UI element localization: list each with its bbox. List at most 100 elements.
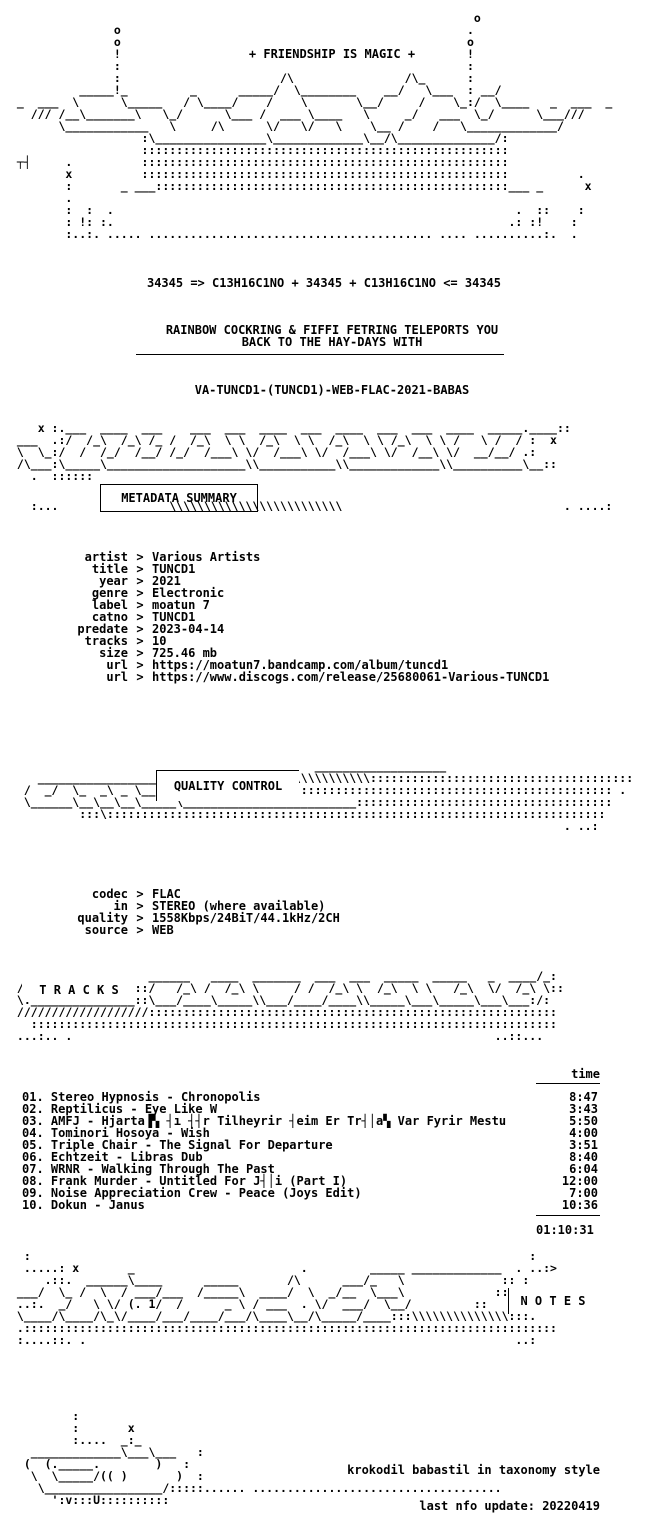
track-time: 7:00 [569,1186,598,1200]
track-title: 06. Echtzeit - Libras Dub [22,1150,203,1164]
track-row: 09. Noise Appreciation Crew - Peace (Joy… [22,1187,642,1199]
track-row: 05. Triple Chair - The Signal For Depart… [22,1139,642,1151]
quality-row: quality>1558Kbps/24BiT/44.1kHz/2CH [40,911,340,925]
intro-line-1: RAINBOW COCKRING & FIFFI FETRING TELEPOR… [165,323,499,337]
metadata-value: 2021 [152,574,181,588]
metadata-row: url > https://www.discogs.com/release/2568… [40,671,549,683]
metadata-value: TUNCD1 [152,610,196,624]
metadata-key: url [106,670,128,684]
metadata-separator: > [136,670,144,684]
metadata-row: genre > Electronic [40,587,549,599]
metadata-key: predate [77,622,128,636]
metadata-value: Electronic [152,586,225,600]
metadata-row: artist > Various Artists [40,551,549,563]
metadata-separator: > [136,610,144,624]
metadata-separator: > [136,574,144,588]
track-time: 10:36 [561,1198,598,1212]
metadata-separator: > [136,586,144,600]
quality-separator: > [136,899,144,913]
intro-line-2: BACK TO THE HAY-DAYS WITH [241,335,423,349]
metadata-separator: > [136,598,144,612]
metadata-value: https://moatun7.bandcamp.com/album/tuncd… [152,658,449,672]
metadata-section-label: METADATA SUMMARY [100,484,258,512]
quality-row: codec > FLAC [40,888,340,900]
footer-credit: krokodil babastil in taxonomy style [347,1463,600,1477]
track-time: 3:43 [569,1102,598,1116]
track-title: 08. Frank Murder - Untitled For J┤│i (Pa… [22,1174,348,1188]
metadata-value: moatun 7 [152,598,210,612]
metadata-key: size [99,646,128,660]
quality-key: source [84,923,128,937]
metadata-separator: > [136,550,144,564]
metadata-value: 725.46 mb [152,646,218,660]
total-time: 01:10:31 [536,1223,594,1237]
quality-row: source > WEB [40,924,340,936]
castle-banner-art: o o . o o ! [16,11,613,241]
metadata-key: artist [84,550,128,564]
metadata-key: catno [91,610,128,624]
footer-update: last nfo update: 20220419 [419,1499,600,1513]
quality-value: 1558Kbps/24BiT/44.1kHz/2CH [152,911,340,925]
friendship-tagline: + FRIENDSHIP IS MAGIC + [248,47,416,61]
track-time: 3:51 [569,1138,598,1152]
quality-key: codec [91,887,128,901]
track-time: 8:40 [569,1150,598,1164]
metadata-value: https://www.discogs.com/release/25680061… [152,670,550,684]
tracks-section-art: _____________ ______ ____ _______ ___ __… [16,969,564,1043]
metadata-section-art: x :.___ ____ ___ ___ ___ ____ ___ ____ _… [16,421,571,483]
notes-section-art: : : .....: x _ . _____ _____________ . .… [16,1249,557,1347]
metadata-row: label > moatun 7 [40,599,549,611]
track-row: 10. Dokun - Janus 10:36 [22,1199,642,1211]
track-title: 04. Tominori Hosoya - Wish [22,1126,210,1140]
metadata-key: label [91,598,128,612]
track-title: 09. Noise Appreciation Crew - Peace (Joy… [22,1186,362,1200]
track-title: 05. Triple Chair - The Signal For Depart… [22,1138,333,1152]
release-name: VA-TUNCD1-(TUNCD1)-WEB-FLAC-2021-BABAS [194,383,470,397]
metadata-separator: > [136,562,144,576]
metadata-key: genre [91,586,128,600]
formula-line: 34345 => C13H16C1NO + 34345 + C13H16C1NO… [146,276,501,290]
metadata-row: title>TUNCD1 [40,563,549,575]
footer-boat-art: : : x :.... _:_ _____________\___\___ : … [23,1409,502,1507]
metadata-separator: > [136,658,144,672]
quality-value: WEB [152,923,174,937]
quality-value: STEREO (where available) [152,899,326,913]
metadata-separator: > [136,646,144,660]
quality-row: in > STEREO (where available) [40,900,340,912]
track-row: 06. Echtzeit - Libras Dub 8:40 [22,1151,642,1163]
track-title: 07. WRNR - Walking Through The Past [22,1162,275,1176]
quality-value: FLAC [152,887,181,901]
quality-key: in [113,899,128,913]
metadata-row: size >725.46 mb [40,647,549,659]
quality-separator: > [136,923,144,937]
track-time: 8:47 [569,1090,598,1104]
quality-key: quality [77,911,128,925]
track-time: 5:50 [569,1114,598,1128]
metadata-key: url [106,658,128,672]
metadata-row: catno > TUNCD1 [40,611,549,623]
time-column-header: time [571,1067,600,1081]
metadata-value: 10 [152,634,167,648]
track-title: 10. Dokun - Janus [22,1198,145,1212]
metadata-key: year [99,574,128,588]
metadata-value: Various Artists [152,550,261,564]
quality-section-label: QUALITY CONTROL [156,770,299,801]
track-title: 03. AMFJ - Hjarta▐▚ ┤ı ┤┤r Tilheyrir ┤ei… [22,1114,507,1128]
intro-divider [136,354,504,355]
metadata-row: tracks >10 [40,635,549,647]
metadata-row: url > https://moatun7.bandcamp.com/album/t… [40,659,549,671]
tracks-section-label: T R A C K S [22,978,136,1002]
metadata-section-underline: :... \\\\\\\\\\\\\\\\\\\\\\\\\ . ....: [10,499,613,513]
metadata-separator: > [136,634,144,648]
metadata-key: tracks [84,634,128,648]
track-row: 08. Frank Murder - Untitled For J┤│i (Pa… [22,1175,642,1187]
quality-separator: > [136,887,144,901]
